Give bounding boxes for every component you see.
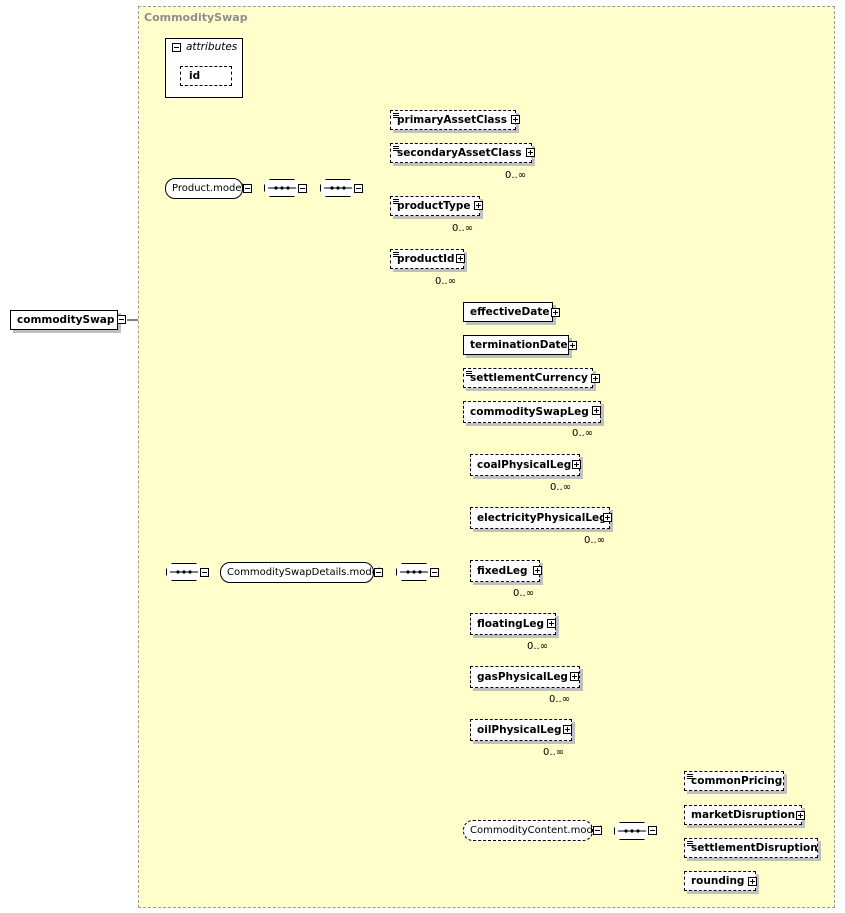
attributes-title: attributes xyxy=(186,41,238,53)
sequence-dots xyxy=(400,570,428,574)
cardinality-label: 0..∞ xyxy=(550,482,572,493)
attribute-id[interactable]: id xyxy=(180,66,232,86)
expand-icon[interactable] xyxy=(603,513,612,522)
collapse-icon[interactable] xyxy=(200,568,209,577)
product-model-label: Product.model xyxy=(172,183,245,194)
simple-type-icon xyxy=(393,252,399,259)
collapse-icon[interactable] xyxy=(648,826,657,835)
settlementdisruption-element[interactable]: settlementDisruption xyxy=(684,838,818,858)
cardinality-label: 0..∞ xyxy=(435,276,457,287)
gasphysicalleg-element[interactable]: gasPhysicalLeg xyxy=(470,666,580,688)
cardinality-label: 0..∞ xyxy=(513,588,535,599)
expand-icon[interactable] xyxy=(456,254,465,263)
sequence-dots xyxy=(170,570,198,574)
commodityswap-label: commoditySwap xyxy=(17,314,115,326)
sequence-dots xyxy=(618,829,646,833)
simple-type-icon xyxy=(393,199,399,206)
expand-icon[interactable] xyxy=(533,566,542,575)
expand-icon[interactable] xyxy=(592,406,601,415)
electricityphysicalleg-element[interactable]: electricityPhysicalLeg xyxy=(470,507,610,529)
expand-icon[interactable] xyxy=(796,811,805,820)
expand-icon[interactable] xyxy=(511,115,520,124)
primaryassetclass-element[interactable]: primaryAssetClass xyxy=(390,110,516,130)
commodityswapleg-element[interactable]: commoditySwapLeg xyxy=(463,401,601,423)
sequence-dots xyxy=(268,186,296,190)
expand-icon[interactable] xyxy=(563,725,572,734)
simple-type-icon xyxy=(393,113,399,120)
cardinality-label: 0..∞ xyxy=(572,428,594,439)
simple-type-icon xyxy=(466,371,472,378)
collapse-icon[interactable] xyxy=(172,43,181,52)
commodityswapdetails-model-group[interactable]: CommoditySwapDetails.model xyxy=(220,562,381,583)
commodityswap-element[interactable]: commoditySwap xyxy=(10,310,118,330)
simple-type-icon xyxy=(687,841,693,848)
expand-icon[interactable] xyxy=(551,308,560,317)
commodityswapdetails-model-label: CommoditySwapDetails.model xyxy=(227,567,381,578)
collapse-icon[interactable] xyxy=(354,184,363,193)
commoditycontent-model-label: CommodityContent.model xyxy=(470,825,602,836)
collapse-icon[interactable] xyxy=(593,826,602,835)
marketdisruption-element[interactable]: marketDisruption xyxy=(684,805,802,825)
expand-icon[interactable] xyxy=(568,341,577,350)
expand-icon[interactable] xyxy=(547,619,556,628)
commonpricing-element[interactable]: commonPricing xyxy=(684,771,784,791)
collapse-icon[interactable] xyxy=(430,568,439,577)
commoditycontent-model-group[interactable]: CommodityContent.model xyxy=(463,820,602,841)
floatingleg-element[interactable]: floatingLeg xyxy=(470,613,556,635)
cardinality-label: 0..∞ xyxy=(527,641,549,652)
expand-icon[interactable] xyxy=(748,877,757,886)
simple-type-icon xyxy=(687,774,693,781)
rounding-element[interactable]: rounding xyxy=(684,871,756,891)
expand-icon[interactable] xyxy=(570,672,579,681)
terminationdate-element[interactable]: terminationDate xyxy=(463,335,569,355)
expand-icon[interactable] xyxy=(591,374,600,383)
collapse-icon[interactable] xyxy=(298,184,307,193)
collapse-icon[interactable] xyxy=(374,568,383,577)
region-title: CommoditySwap xyxy=(144,11,248,24)
expand-icon[interactable] xyxy=(474,201,483,210)
sequence-dots xyxy=(324,186,352,190)
coalphysicalleg-element[interactable]: coalPhysicalLeg xyxy=(470,454,580,476)
cardinality-label: 0..∞ xyxy=(452,223,474,234)
product-model-group[interactable]: Product.model xyxy=(165,178,245,199)
cardinality-label: 0..∞ xyxy=(543,747,565,758)
cardinality-label: 0..∞ xyxy=(505,170,527,181)
secondaryassetclass-element[interactable]: secondaryAssetClass xyxy=(390,143,532,163)
producttype-element[interactable]: productType xyxy=(390,196,480,216)
expand-icon[interactable] xyxy=(526,148,535,157)
fixedleg-element[interactable]: fixedLeg xyxy=(470,560,540,582)
oilphysicalleg-element[interactable]: oilPhysicalLeg xyxy=(470,719,572,741)
collapse-icon[interactable] xyxy=(243,184,252,193)
productid-element[interactable]: productId xyxy=(390,249,464,269)
simple-type-icon xyxy=(393,146,399,153)
settlementcurrency-element[interactable]: settlementCurrency xyxy=(463,368,593,388)
effectivedate-element[interactable]: effectiveDate xyxy=(463,302,553,322)
expand-icon[interactable] xyxy=(572,460,581,469)
collapse-icon[interactable] xyxy=(117,315,126,324)
cardinality-label: 0..∞ xyxy=(584,535,606,546)
cardinality-label: 0..∞ xyxy=(549,694,571,705)
